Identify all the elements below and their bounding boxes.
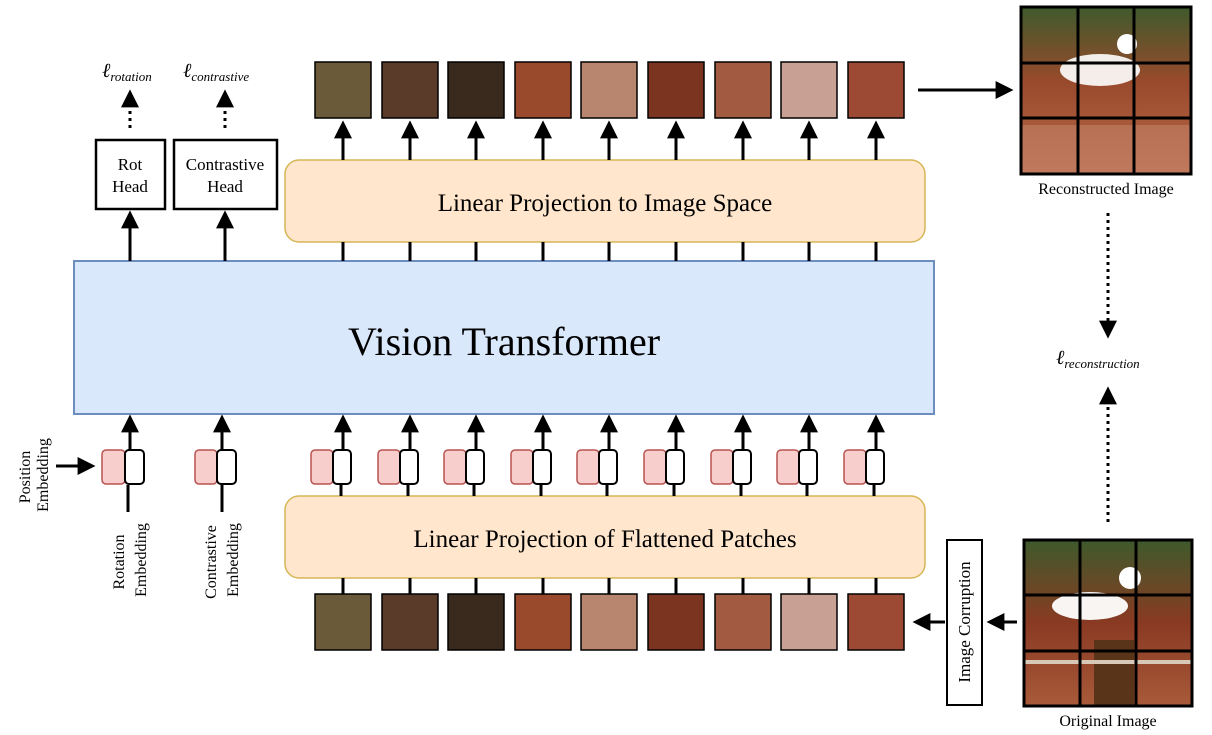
top-projection-box <box>284 159 926 243</box>
position-embedding-token <box>443 449 467 485</box>
output-patch <box>714 61 772 119</box>
reconstructed-image-label: Reconstructed Image <box>1038 181 1174 198</box>
output-patch <box>314 61 372 119</box>
patch-embedding-token <box>665 449 685 485</box>
input-patch <box>514 593 572 651</box>
position-embedding-token <box>643 449 667 485</box>
position-embedding-token <box>310 449 334 485</box>
position-embedding-label: Position Embedding <box>17 438 52 512</box>
rot-head-label-line1: Rot <box>118 155 143 174</box>
contrastive-embedding-token <box>216 449 237 485</box>
output-patch <box>447 61 505 119</box>
patch-embedding-token <box>732 449 752 485</box>
contrastive-head-label-line2: Head <box>207 177 243 196</box>
input-patch <box>780 593 838 651</box>
output-patch <box>381 61 439 119</box>
position-embedding-token <box>710 449 734 485</box>
rot-head-box <box>94 138 167 211</box>
original-image-label: Original Image <box>1059 713 1156 730</box>
output-patch <box>647 61 705 119</box>
contrastive-position-token <box>194 449 218 485</box>
contrastive-embedding-label: Contrastive Embedding <box>203 521 242 599</box>
vision-transformer-box <box>73 260 935 415</box>
patch-embedding-token <box>465 449 485 485</box>
rotation-loss-label: ℓrotation <box>102 60 152 84</box>
rotation-position-token <box>101 449 126 485</box>
patch-embedding-token <box>798 449 818 485</box>
contrastive-head-box <box>172 138 279 211</box>
position-embedding-token <box>576 449 600 485</box>
original-image <box>1022 538 1194 708</box>
top-projection-label: Linear Projection to Image Space <box>438 190 773 217</box>
bottom-projection-label: Linear Projection of Flattened Patches <box>413 526 796 553</box>
input-patch <box>714 593 772 651</box>
rotation-embedding-label: Rotation Embedding <box>111 523 150 597</box>
output-patch <box>847 61 905 119</box>
position-embedding-token <box>843 449 867 485</box>
vision-transformer-label: Vision Transformer <box>348 319 660 364</box>
contrastive-loss-label: ℓcontrastive <box>183 60 249 84</box>
reconstruction-loss-label: ℓreconstruction <box>1056 347 1140 371</box>
contrastive-head-label-line1: Contrastive <box>186 155 264 174</box>
patch-embedding-token <box>399 449 419 485</box>
output-patch <box>780 61 838 119</box>
position-embedding-token <box>377 449 401 485</box>
patch-embedding-token <box>532 449 552 485</box>
rotation-embedding-token <box>124 449 145 485</box>
patch-embedding-token <box>865 449 885 485</box>
patch-columns <box>310 61 905 651</box>
input-patch <box>847 593 905 651</box>
position-embedding-token <box>776 449 800 485</box>
input-patch <box>381 593 439 651</box>
output-patch <box>514 61 572 119</box>
patch-embedding-token <box>598 449 618 485</box>
image-corruption-label: Image Corruption <box>955 561 974 683</box>
input-patch <box>580 593 638 651</box>
input-patch <box>447 593 505 651</box>
position-embedding-token <box>510 449 534 485</box>
input-patch <box>314 593 372 651</box>
reconstructed-image <box>1019 5 1193 176</box>
image-corruption-box <box>946 539 983 706</box>
bottom-projection-box <box>284 495 926 579</box>
rot-head-label-line2: Head <box>112 177 148 196</box>
patch-embedding-token <box>332 449 352 485</box>
input-patch <box>647 593 705 651</box>
output-patch <box>580 61 638 119</box>
